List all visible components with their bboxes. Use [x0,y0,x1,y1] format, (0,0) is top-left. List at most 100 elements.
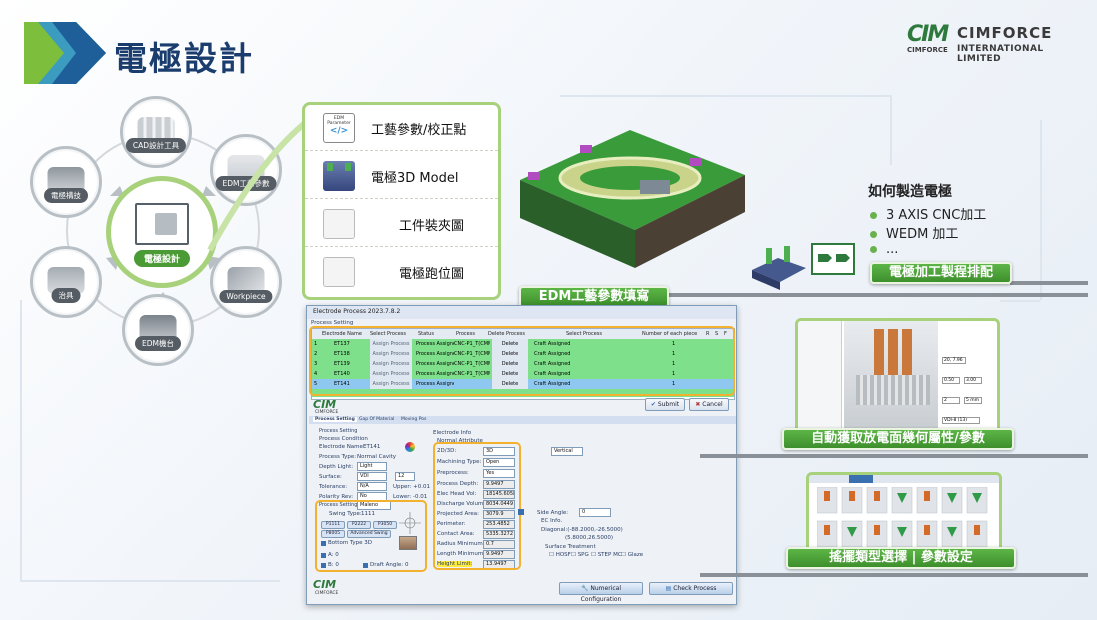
tab-gap-material[interactable]: Gap Of Material [359,417,395,422]
swing-chip[interactable]: P3050 [373,521,397,529]
param-field: VDI-8 (13) [942,417,980,424]
window-titlebar: Electrode Process 2023.7.8.2 [307,306,736,319]
delete-button[interactable]: Delete [492,339,528,349]
ec-info-label: EC Info. [541,518,563,524]
check-item[interactable]: ☐ SPG [571,552,589,558]
logo-mark: CIM [907,22,949,47]
depth-light-select[interactable]: Light [357,462,387,471]
swing-chip[interactable]: P8005 [321,530,345,538]
check-item[interactable]: ☐ Glaze [621,552,644,558]
node-cad[interactable]: CAD設計工具 [120,96,192,168]
menu-item-3d-model[interactable]: 電極3D Model [305,153,498,199]
assign-process-button[interactable]: Assign Process [370,379,412,389]
checkbox-icon[interactable] [321,541,326,546]
info-value: 0.7 [483,540,515,549]
dim-select[interactable]: 3D [483,447,515,456]
table-row[interactable]: 1 ET137 Assign Process Process Assigned … [312,339,734,349]
highlight-swing [315,500,427,572]
delete-button[interactable]: Delete [492,359,528,369]
menu-item-position-drawing[interactable]: 電極跑位圖 [305,249,498,295]
info-value: 9.9497 [483,550,515,559]
color-wheel-icon[interactable] [405,442,415,452]
menu-item-edm-param[interactable]: EDM Parameter </> 工藝參數/校正點 [305,105,498,151]
check-process-button[interactable]: ▤ Check Process [649,582,733,595]
bullet-icon [870,246,877,253]
table-header: Electrode Name Select Process Status Pro… [312,329,734,339]
info-value: 5335.3272 [483,530,515,539]
node-label: EDM工藝參數 [215,176,277,191]
logo-line2: INTERNATIONAL LIMITED [957,44,1044,64]
cond-label: Surface: [319,474,342,480]
checkbox-icon[interactable] [363,563,368,568]
table-row[interactable]: 2 ET138 Assign Process Process Assigned … [312,349,734,359]
numerical-config-button[interactable]: 🔧 Numerical Configuration [559,582,643,603]
cond-label: Tolerance: [319,484,348,490]
menu-item-label: 電極跑位圖 [399,267,465,282]
menu-item-label: 工藝參數/校正點 [371,123,467,138]
machining-select[interactable]: Open [483,458,515,467]
decor-line [20,300,22,580]
checkbox-icon[interactable] [518,509,524,515]
drawing-icon [323,257,355,287]
tolerance-select[interactable]: N/A [357,482,387,491]
side-angle-input[interactable]: 0 [579,508,611,517]
check-item[interactable]: ☐ STEP MC [591,552,622,558]
hub-center[interactable]: 電極設計 [106,176,218,288]
table-row[interactable] [312,389,734,397]
info-label: Preprocess: [437,470,469,476]
table-row[interactable]: 3 ET139 Assign Process Process Assigned … [312,359,734,369]
schedule-icons [752,243,855,290]
assign-process-button[interactable]: Assign Process [370,369,412,379]
decor-line [1040,120,1042,300]
how-item: ... [870,242,898,257]
node-electrode-tech[interactable]: 電極構技 [30,146,102,218]
diagonal-value-2: (5.8000,26.5000) [565,535,614,541]
node-label: EDM機台 [135,336,181,351]
assign-process-button[interactable]: Assign Process [370,349,412,359]
model-view [844,321,938,431]
vertical-select[interactable]: Vertical [551,447,583,456]
table-row[interactable]: 4 ET140 Assign Process Process Assigned … [312,369,734,379]
submit-button[interactable]: ✔ Submit [645,398,685,411]
assign-process-button[interactable]: Assign Process [370,359,412,369]
swing-type-value: 1111 [361,511,375,517]
connector-line [700,454,1088,458]
node-label: 治具 [51,288,81,303]
swing-tab-bar [809,475,999,483]
node-label: CAD設計工具 [125,138,187,153]
connector-line [1010,281,1088,285]
checkbox-icon[interactable] [321,563,326,568]
cond-group: Process Condition [319,436,368,442]
diagonal-value: Diagonal:(-88.2000,-26.5000) [541,527,623,533]
node-fixture[interactable]: 治具 [30,246,102,318]
delete-button[interactable]: Delete [492,349,528,359]
upper-tolerance: Upper: +0.01 [393,484,431,490]
cond-label: Electrode Name: [319,444,365,450]
tab-process-setting[interactable]: Process Setting [313,417,357,422]
advanced-swing-button[interactable]: Advanced Swing [347,530,391,538]
tab-moving-pos[interactable]: Moving Pos [401,417,427,422]
preprocess-select[interactable]: Yes [483,469,515,478]
table-row-selected[interactable]: 5 ET141 Assign Process Process Assigned … [312,379,734,389]
window-brand: CIMFORCE [315,410,339,415]
info-value: 9.9497 [483,480,515,489]
workpiece-icon [227,267,265,294]
swing-chip[interactable]: P2222 [347,521,371,529]
menu-item-fixture-drawing[interactable]: 工件裝夾圖 [305,201,498,247]
highlight-info [433,442,521,570]
delete-button[interactable]: Delete [492,369,528,379]
surface-value-select[interactable]: 12 [395,472,415,481]
decor-line [20,580,280,582]
surface-select[interactable]: VDI [357,472,387,481]
checkbox-icon[interactable] [321,553,326,558]
how-title: 如何製造電極 [868,184,952,200]
lower-tolerance: Lower: -0.01 [393,494,428,500]
cancel-button[interactable]: ✖ Cancel [689,398,729,411]
swing-chip[interactable]: P1111 [321,521,345,529]
assign-process-button[interactable]: Assign Process [370,339,412,349]
node-edm-machine[interactable]: EDM機台 [122,294,194,366]
electrode-name-value: ET141 [363,444,381,450]
check-item[interactable]: ☐ HOSF [549,552,571,558]
node-workpiece[interactable]: Workpiece [210,246,282,318]
delete-button[interactable]: Delete [492,379,528,389]
